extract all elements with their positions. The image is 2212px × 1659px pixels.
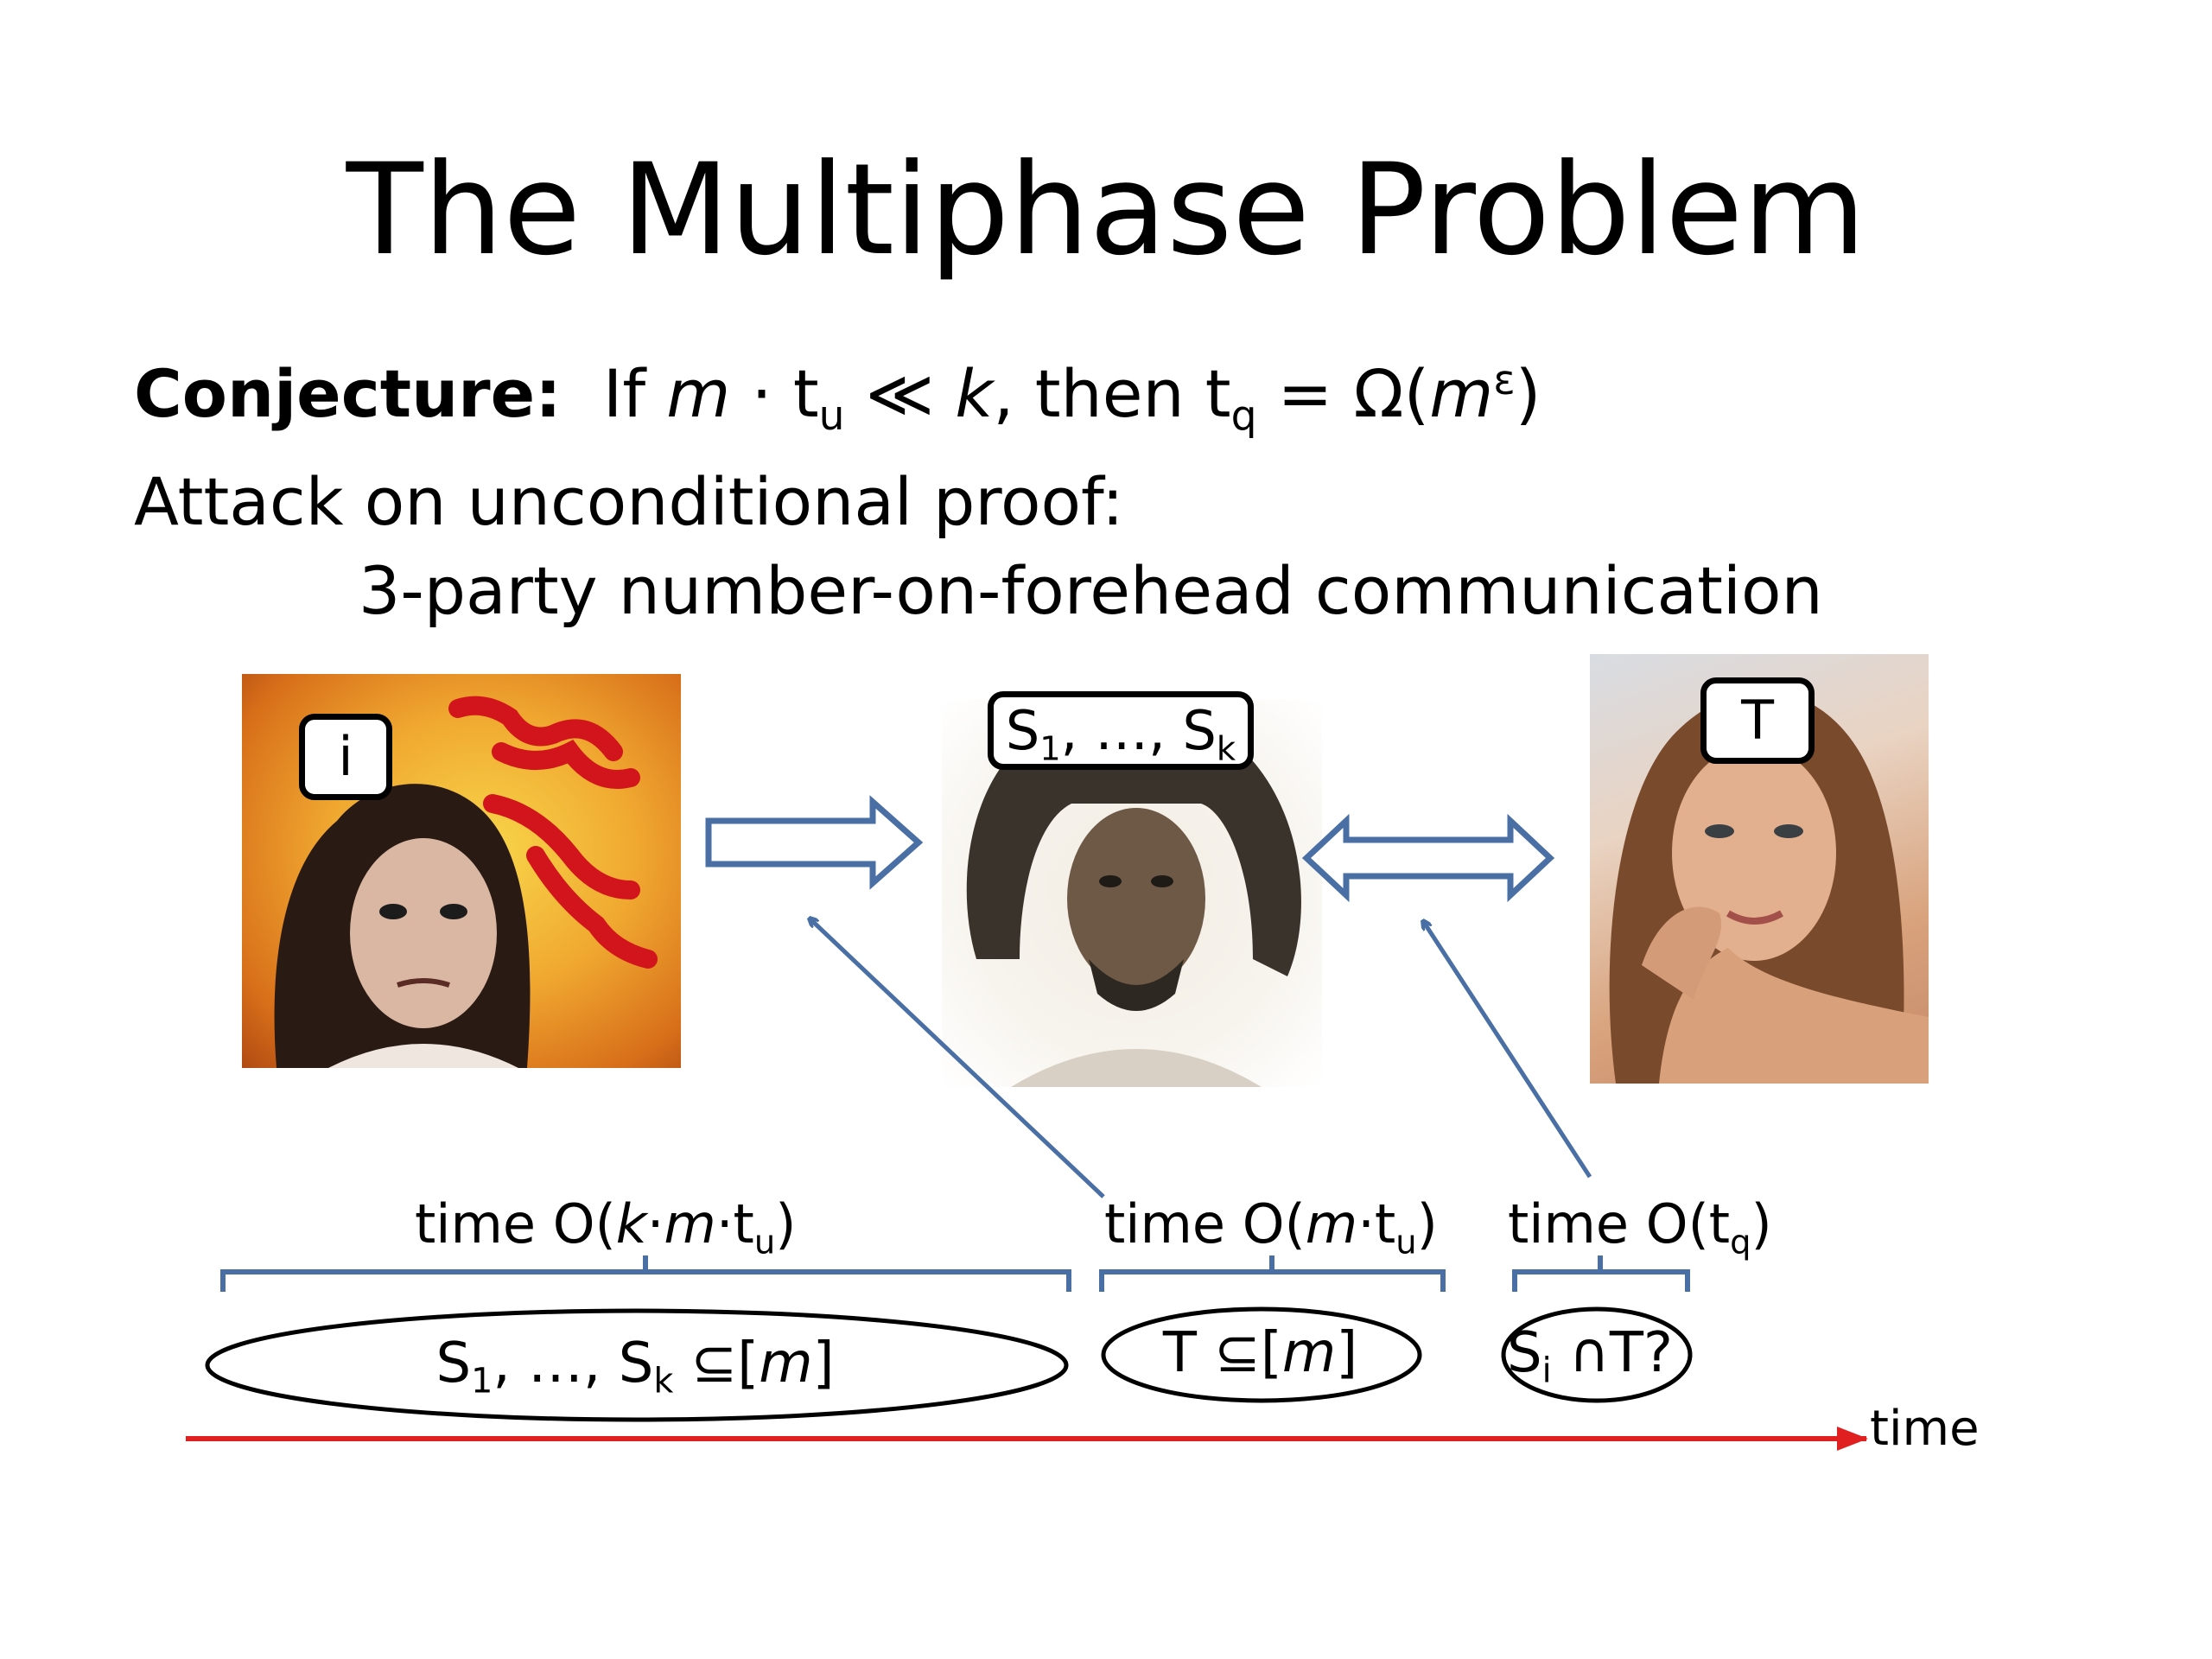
conjecture-k: k bbox=[955, 355, 994, 432]
phase1-time-label: time O(k·m·tu) bbox=[415, 1192, 797, 1262]
nof-line: 3-party number-on-forehead communication bbox=[359, 552, 1823, 629]
phase1-brace bbox=[220, 1255, 1071, 1292]
phase2-time-label: time O(m·tu) bbox=[1104, 1192, 1438, 1262]
conjecture-sub-q: q bbox=[1230, 392, 1257, 441]
phase3-ellipse bbox=[1501, 1306, 1693, 1403]
phase3-time-label: time O(tq) bbox=[1508, 1192, 1772, 1262]
forehead-box-i-text: i bbox=[338, 725, 353, 788]
phase3-brace bbox=[1512, 1255, 1690, 1292]
phase3-pointer-arrow bbox=[1423, 921, 1592, 1179]
conjecture-then: , then t bbox=[993, 355, 1231, 432]
forehead-box-sets: S1, …, Sk bbox=[988, 691, 1254, 770]
conjecture-line: Conjecture: If m · tu ≪ k, then tq = Ω(m… bbox=[134, 354, 1541, 436]
player-middle-portrait bbox=[966, 711, 1301, 1087]
block-arrow-right bbox=[705, 795, 924, 890]
slide-title: The Multiphase Problem bbox=[346, 137, 1866, 283]
player-right-portrait bbox=[1609, 691, 1929, 1084]
phase2-brace bbox=[1099, 1255, 1446, 1292]
time-axis-label: time bbox=[1870, 1401, 1980, 1457]
conjecture-ll: ≪ bbox=[865, 355, 935, 432]
conjecture-eq: = Ω( bbox=[1256, 355, 1430, 432]
conjecture-m2: m bbox=[1429, 355, 1494, 432]
block-arrow-double bbox=[1301, 813, 1555, 903]
phase2-pointer-arrow bbox=[810, 918, 1105, 1198]
phase2-ellipse-text: T ⊆[m] bbox=[1162, 1321, 1358, 1385]
player-left-portrait bbox=[274, 696, 658, 1068]
forehead-box-t: T bbox=[1700, 677, 1815, 764]
conjecture-label: Conjecture: bbox=[134, 355, 562, 432]
conjecture-m: m bbox=[666, 355, 731, 432]
phase1-ellipse bbox=[205, 1308, 1069, 1422]
conjecture-sup-eps: ε bbox=[1493, 357, 1516, 405]
forehead-box-sets-text: S1, …, Sk bbox=[1005, 698, 1236, 768]
conjecture-t: t bbox=[792, 355, 819, 432]
conjecture-if: If bbox=[602, 355, 646, 432]
phase3-ellipse-text: Si ∩T? bbox=[1507, 1321, 1673, 1391]
forehead-box-i: i bbox=[299, 714, 392, 800]
phase2-ellipse bbox=[1101, 1306, 1422, 1403]
player-left-photo bbox=[242, 674, 681, 1068]
attack-line: Attack on unconditional proof: bbox=[134, 463, 1124, 540]
forehead-box-t-text: T bbox=[1741, 689, 1774, 752]
conjecture-close: ) bbox=[1515, 355, 1541, 432]
conjecture-dot: · bbox=[751, 355, 772, 432]
conjecture-sub-u: u bbox=[818, 392, 845, 441]
phase1-ellipse-text: S1, …, Sk ⊆[m] bbox=[435, 1332, 835, 1402]
